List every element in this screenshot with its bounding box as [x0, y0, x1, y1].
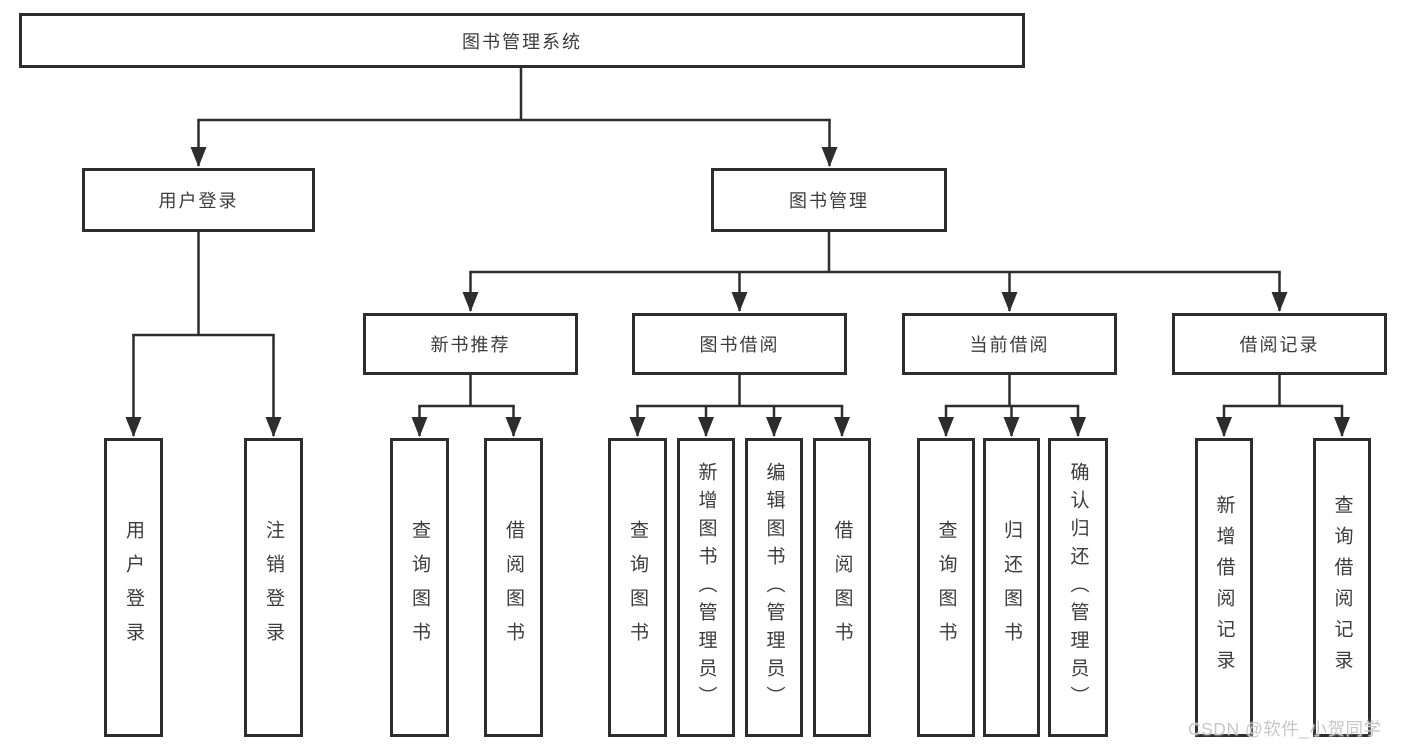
node-leaf-query-book-2: 查询图书 [608, 438, 667, 737]
node-leaf-borrow-book-2: 借阅图书 [813, 438, 871, 737]
node-current-borrowing: 当前借阅 [902, 313, 1117, 375]
node-leaf-logout: 注销登录 [244, 438, 303, 737]
tree-arrow-lines [125, 120, 1350, 437]
node-leaf-user-login: 用户登录 [104, 438, 163, 737]
node-new-book-recommend: 新书推荐 [363, 313, 578, 375]
node-leaf-query-book-1: 查询图书 [390, 438, 449, 737]
watermark: CSDN @软件_小贺同学 [1188, 719, 1382, 739]
node-leaf-edit-book-admin: 编辑图书（管理员） [745, 438, 803, 737]
node-leaf-query-book-3: 查询图书 [917, 438, 975, 737]
node-book-borrowing: 图书借阅 [632, 313, 847, 375]
node-leaf-borrow-book-1: 借阅图书 [484, 438, 543, 737]
node-user-login: 用户登录 [82, 168, 315, 232]
node-leaf-add-borrow-record: 新增借阅记录 [1195, 438, 1253, 737]
node-leaf-add-book-admin: 新增图书（管理员） [677, 438, 735, 737]
node-borrow-records: 借阅记录 [1172, 313, 1387, 375]
node-leaf-return-book: 归还图书 [983, 438, 1040, 737]
node-root-library-system: 图书管理系统 [19, 13, 1025, 68]
node-leaf-query-borrow-record: 查询借阅记录 [1313, 438, 1371, 737]
node-leaf-confirm-return-admin: 确认归还（管理员） [1048, 438, 1108, 737]
node-book-management: 图书管理 [711, 168, 947, 232]
